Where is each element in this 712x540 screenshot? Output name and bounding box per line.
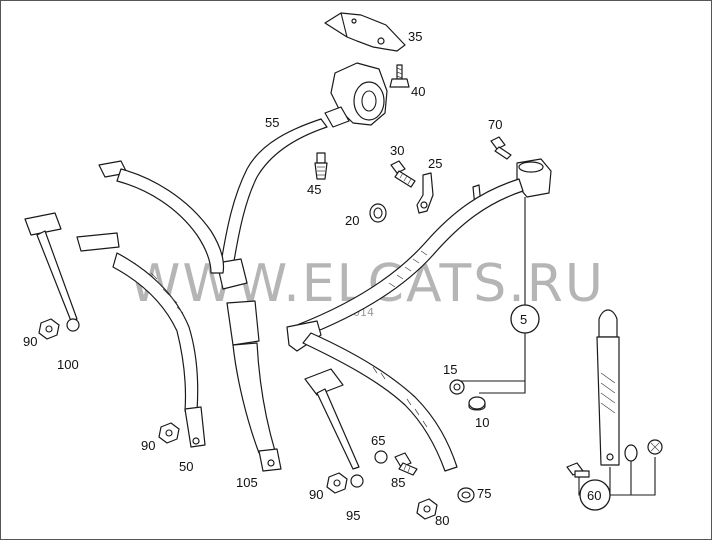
callout-85: 85 — [391, 475, 405, 490]
part-80-nut[interactable] — [416, 498, 438, 520]
callout-35: 35 — [408, 29, 422, 44]
part-15-nut[interactable] — [449, 379, 465, 395]
callout-95: 95 — [346, 508, 360, 523]
callout-75: 75 — [477, 486, 491, 501]
callout-20: 20 — [345, 213, 359, 228]
part-90-nut-left[interactable] — [38, 318, 60, 340]
part-25-clip[interactable] — [416, 172, 434, 214]
part-40-bolt[interactable] — [389, 64, 410, 88]
callout-60: 60 — [587, 488, 601, 503]
callout-65: 65 — [371, 433, 385, 448]
callout-5-circle: 5 — [459, 304, 540, 382]
part-85-bolt[interactable] — [394, 452, 418, 476]
part-100-buckle-cable[interactable] — [24, 212, 80, 332]
callout-15: 15 — [443, 362, 457, 377]
callout-80: 80 — [435, 513, 449, 528]
part-20-grommet[interactable] — [369, 203, 387, 223]
part-70-bolt[interactable] — [490, 136, 512, 160]
part-55-retractor-belt[interactable] — [216, 62, 388, 472]
part-45-bolt[interactable] — [314, 152, 328, 180]
callout-40: 40 — [411, 84, 425, 99]
part-30-bolt[interactable] — [390, 160, 416, 188]
callout-100: 100 — [57, 357, 79, 372]
callout-90-right: 90 — [309, 487, 323, 502]
callout-10: 10 — [475, 415, 489, 430]
callout-105: 105 — [236, 475, 258, 490]
callout-5: 5 — [520, 312, 527, 327]
callout-45: 45 — [307, 182, 321, 197]
callout-50: 50 — [179, 459, 193, 474]
part-50-belt-left[interactable] — [76, 160, 225, 448]
callout-90-middle: 90 — [141, 438, 155, 453]
part-65-washer[interactable] — [374, 450, 388, 464]
callout-70: 70 — [488, 117, 502, 132]
part-60-anchor-strap[interactable] — [566, 309, 663, 478]
part-10-cap[interactable] — [468, 396, 486, 411]
part-75-spacer[interactable] — [457, 487, 475, 503]
part-35-bracket[interactable] — [324, 12, 406, 52]
callout-55: 55 — [265, 115, 279, 130]
part-90-nut-middle[interactable] — [158, 422, 180, 444]
callout-90-left: 90 — [23, 334, 37, 349]
part-95-buckle-cable[interactable] — [304, 368, 364, 488]
callout-25: 25 — [428, 156, 442, 171]
part-90-nut-right[interactable] — [326, 472, 348, 494]
callout-30: 30 — [390, 143, 404, 158]
part-right-retractor-belt[interactable] — [286, 158, 552, 472]
callout-60-circle: 60 — [578, 457, 656, 511]
